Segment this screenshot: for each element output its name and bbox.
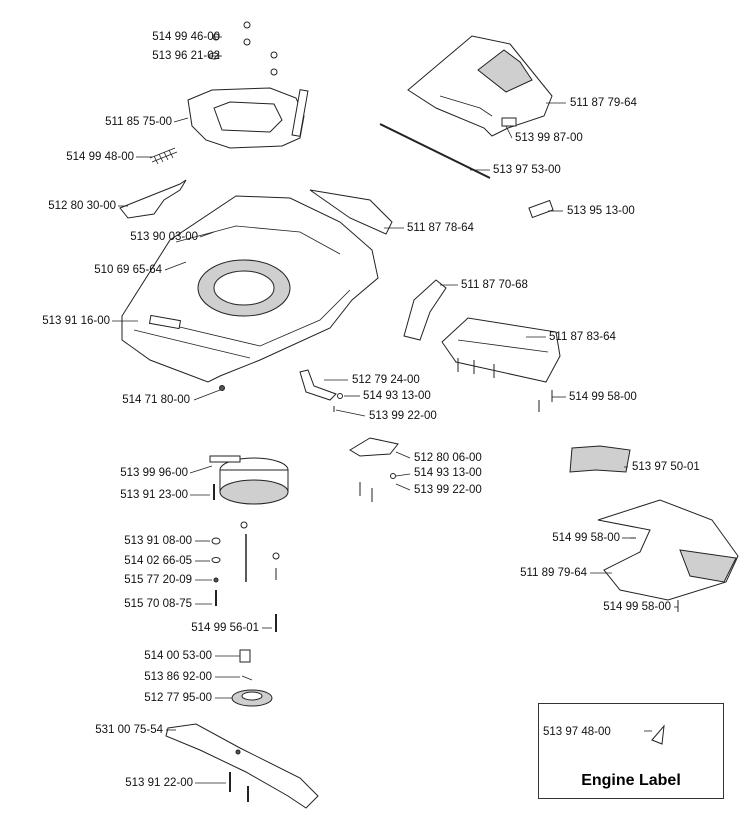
deck-motor-ring: [213, 270, 275, 306]
part-label: 514 99 46-00: [152, 31, 220, 43]
height-adjust-bracket-part: [403, 279, 447, 341]
switch-bracket-part: [299, 369, 337, 401]
part-label: 513 99 22-00: [369, 410, 437, 422]
switch-washer-part: [337, 393, 343, 399]
lower-plate-part: [349, 437, 399, 457]
part-label: 514 99 58-00: [603, 601, 671, 613]
side-chute-part: [597, 499, 739, 601]
hw-washer-2: [211, 557, 221, 563]
part-label: 510 69 65-64: [94, 264, 162, 276]
part-label: 513 95 13-00: [567, 205, 635, 217]
part-label: 514 99 58-00: [569, 391, 637, 403]
part-label: 512 79 24-00: [352, 374, 420, 386]
hw-nut-2: [272, 552, 280, 560]
nut-part-3: [270, 51, 278, 59]
part-label: 511 85 75-00: [105, 116, 172, 128]
cover-dome: [477, 49, 533, 93]
part-label: 511 89 79-64: [520, 567, 587, 579]
pulley-hub: [241, 691, 263, 701]
part-label: 512 80 30-00: [48, 200, 116, 212]
warning-label-part: [569, 445, 631, 473]
part-label: 513 97 53-00: [493, 164, 561, 176]
part-label: 513 91 22-00: [125, 777, 193, 789]
cover-rod-part: [379, 123, 491, 179]
part-label: 513 91 08-00: [124, 535, 192, 547]
blade-hole: [235, 749, 241, 755]
engine-label-part: [651, 724, 665, 745]
hw-washer-1: [211, 537, 221, 545]
clip-part: [528, 199, 554, 219]
blade-key-part: [239, 649, 251, 663]
part-label: 513 91 16-00: [42, 315, 110, 327]
part-label: 514 99 56-01: [191, 622, 259, 634]
part-label: 514 93 13-00: [363, 390, 431, 402]
part-label: 513 90 03-00: [130, 231, 198, 243]
spring-part: [149, 147, 178, 165]
part-label: 515 70 08-75: [124, 598, 192, 610]
part-label: 513 86 92-00: [144, 671, 212, 683]
handle-bracket-part: [187, 87, 305, 149]
washer-part-3: [270, 68, 278, 76]
battery-tray-part: [441, 317, 561, 383]
chute-shadow: [679, 549, 737, 583]
part-label: 514 99 58-00: [552, 532, 620, 544]
part-label: 514 71 80-00: [122, 394, 190, 406]
part-label: 514 02 66-05: [124, 555, 192, 567]
part-label: 514 00 53-00: [144, 650, 212, 662]
leader-lines: [112, 36, 678, 784]
motor-part: [209, 455, 289, 505]
part-label: 514 93 13-00: [414, 467, 482, 479]
washer-part-1: [243, 38, 251, 46]
part-label: 512 80 06-00: [414, 452, 482, 464]
deck-screw-part: [219, 385, 225, 391]
part-label: 513 97 50-01: [632, 461, 700, 473]
part-label: 513 99 87-00: [515, 132, 583, 144]
part-label: 513 99 96-00: [120, 467, 188, 479]
part-label: 513 99 22-00: [414, 484, 482, 496]
hw-pin-1: [213, 577, 219, 583]
part-label: 514 99 48-00: [66, 151, 134, 163]
grass-bag-cover-part: [407, 35, 553, 137]
rear-flap-bracket-part: [119, 179, 187, 219]
nut-part-1: [243, 21, 251, 29]
engine-label-title: Engine Label: [581, 772, 681, 789]
cover-clip-part: [501, 117, 517, 127]
part-label: 511 87 70-68: [461, 279, 528, 291]
part-label: 511 87 83-64: [549, 331, 616, 343]
part-label: 513 96 21-02: [152, 50, 220, 62]
plate-washer-part: [390, 473, 396, 479]
part-label: 511 87 78-64: [407, 222, 474, 234]
part-label: 531 00 75-54: [95, 724, 163, 736]
hw-nut-1: [240, 521, 248, 529]
blade-part: [165, 723, 319, 809]
part-label: 515 77 20-09: [124, 574, 192, 586]
deck-slot: [148, 314, 182, 330]
handle-bracket-arm: [291, 89, 309, 137]
engine-label-part-number: 513 97 48-00: [543, 726, 611, 738]
part-label: 513 91 23-00: [120, 489, 188, 501]
part-label: 511 87 79-64: [570, 97, 637, 109]
spacer-part: [241, 675, 253, 681]
engine-label-box: 513 97 48-00 Engine Label: [538, 703, 724, 799]
part-label: 512 77 95-00: [144, 692, 212, 704]
